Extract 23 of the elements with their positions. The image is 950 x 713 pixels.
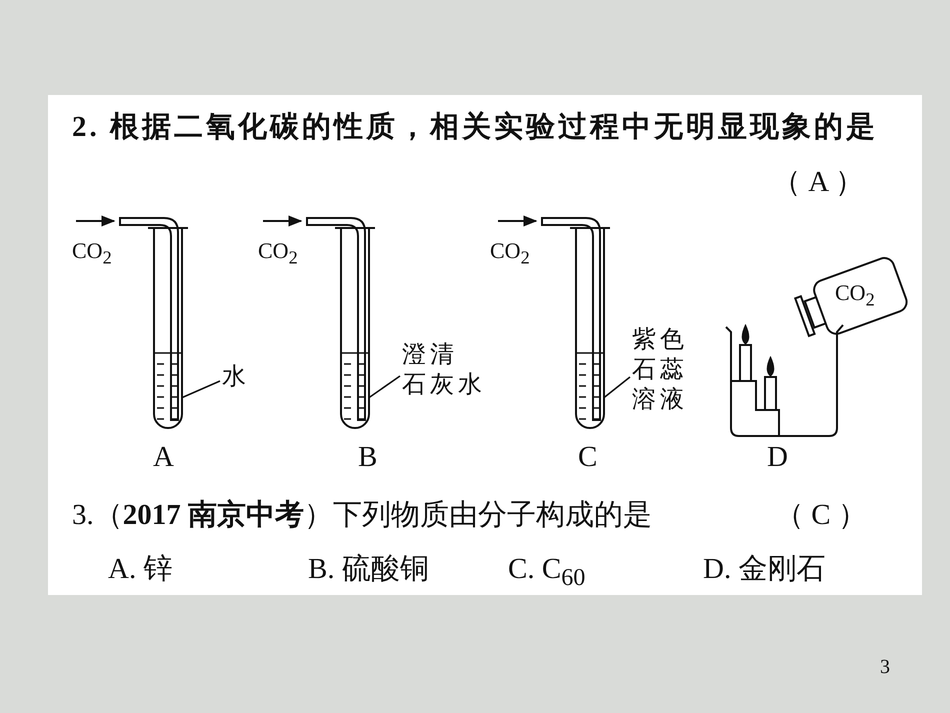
option-letter: A: [153, 440, 174, 475]
option-letter: D: [767, 440, 788, 475]
liquid-label: 水: [222, 362, 252, 396]
leader-line: [368, 375, 400, 398]
question-text: 2. 根据二氧化碳的性质，相关实验过程中无明显现象的是: [72, 110, 879, 145]
liquid-label: 澄清石灰水: [402, 340, 486, 408]
answer-bracket: （ A ）: [772, 165, 864, 200]
option-letter: B: [358, 440, 378, 475]
gas-label: CO$_{2}$: [72, 238, 112, 270]
gas-label: CO$_{2}$: [835, 280, 875, 312]
leader-line: [182, 380, 220, 398]
leader-line: [604, 376, 630, 398]
liquid-label: 紫色石蕊溶液: [632, 325, 690, 425]
option-text: D. 金刚石: [703, 552, 826, 587]
gas-label: CO$_{2}$: [258, 238, 298, 270]
option-text: A. 锌: [108, 552, 172, 587]
page-number: 3: [880, 655, 890, 679]
option-letter: C: [578, 440, 598, 475]
option-text: B. 硫酸铜: [308, 552, 429, 587]
answer-bracket: （ C ）: [775, 498, 867, 533]
gas-label: CO$_{2}$: [490, 238, 530, 270]
question-text: 3.（2017 南京中考）下列物质由分子构成的是: [72, 498, 652, 533]
option-text: C. C$_{60}$: [508, 552, 586, 592]
